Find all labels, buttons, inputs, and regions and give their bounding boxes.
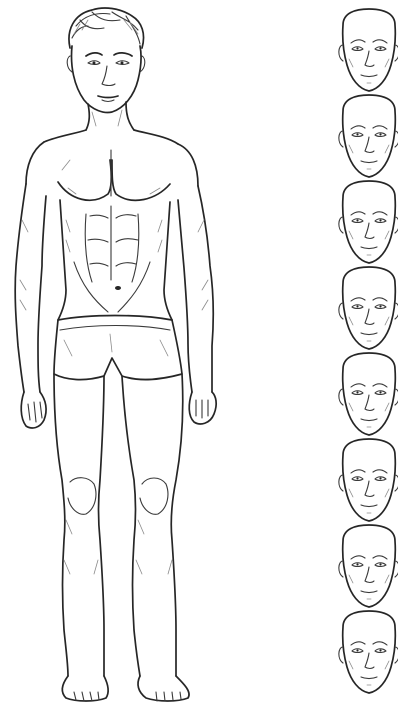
head-unit-1 bbox=[339, 9, 398, 91]
left-arm bbox=[178, 186, 216, 424]
head-scale-column bbox=[339, 9, 398, 693]
male-figure bbox=[15, 8, 216, 701]
head-unit-2 bbox=[339, 95, 398, 177]
head-unit-8 bbox=[339, 611, 398, 693]
head-unit-5 bbox=[339, 353, 398, 435]
torso bbox=[26, 142, 198, 320]
hair bbox=[69, 8, 144, 48]
head-unit-3 bbox=[339, 181, 398, 263]
feet bbox=[62, 676, 189, 701]
legs bbox=[54, 374, 183, 676]
figure-head bbox=[67, 46, 145, 113]
neck bbox=[44, 102, 178, 144]
head-unit-4 bbox=[339, 267, 398, 349]
shorts bbox=[54, 316, 182, 380]
head-unit-6 bbox=[339, 439, 398, 521]
head-unit-7 bbox=[339, 525, 398, 607]
right-arm bbox=[15, 184, 46, 428]
